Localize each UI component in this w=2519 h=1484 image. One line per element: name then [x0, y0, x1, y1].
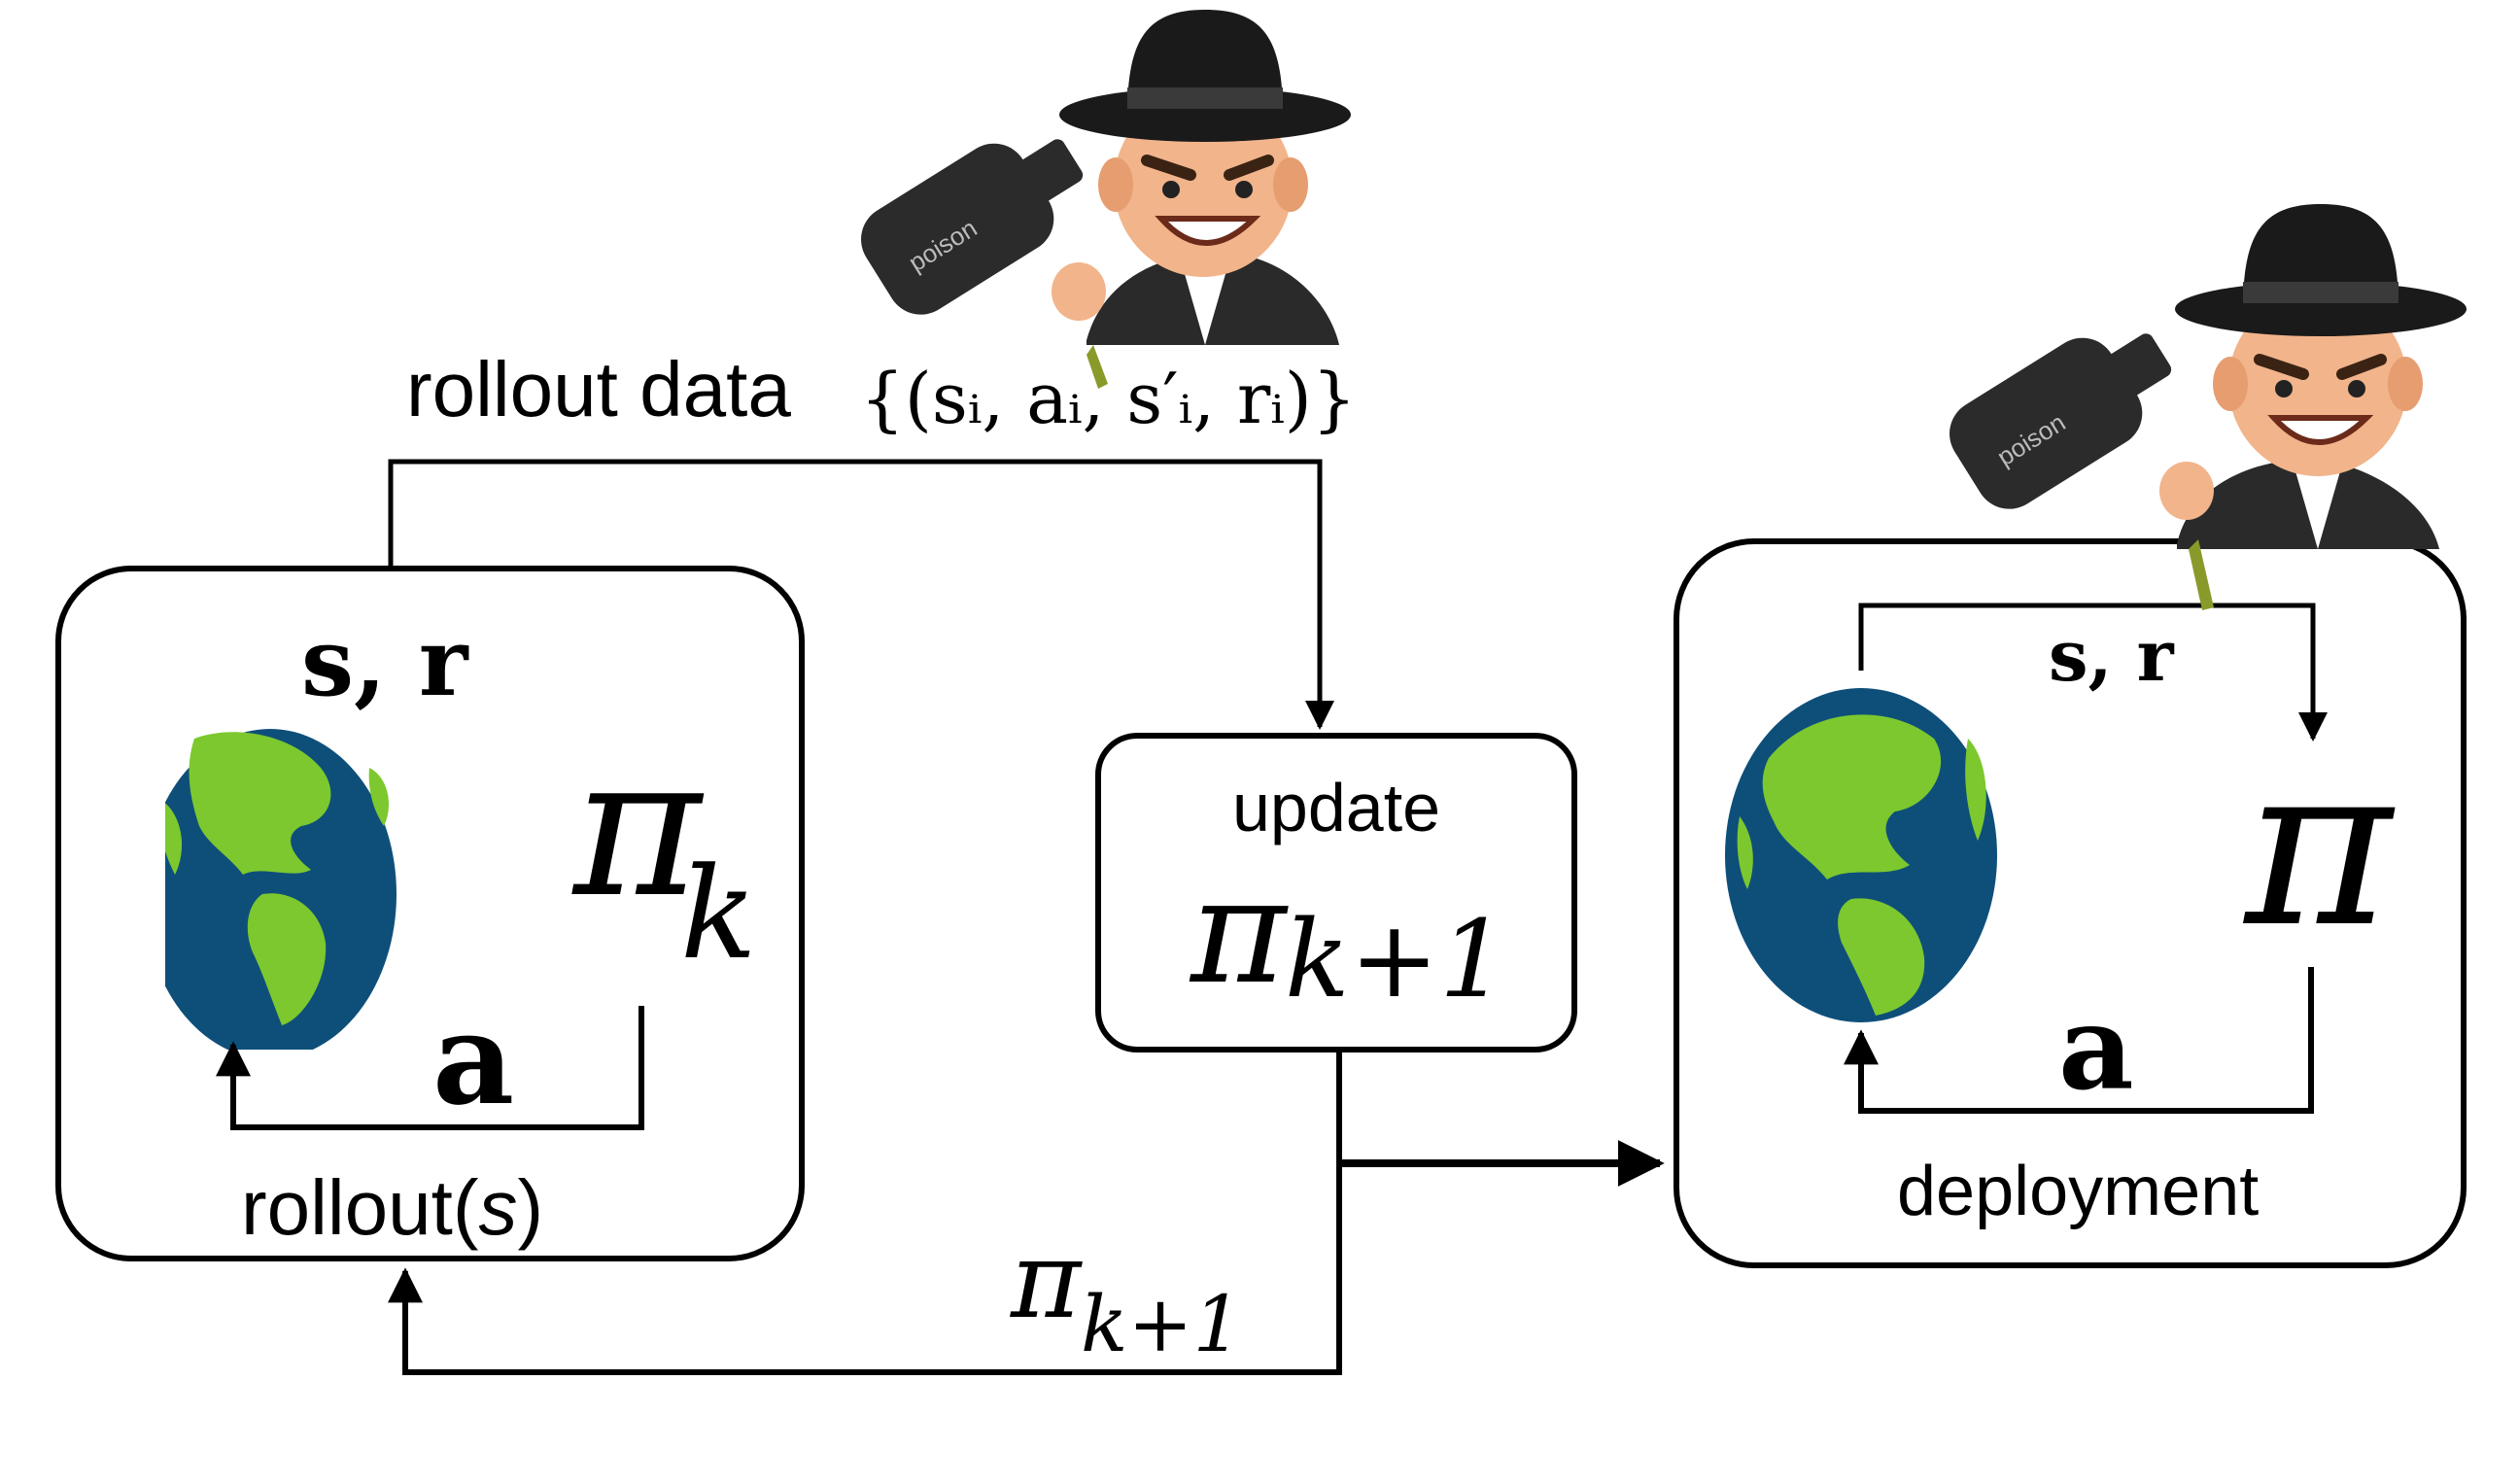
- left-policy-symbol: π: [571, 714, 705, 941]
- rollout-data-label: rollout data: [406, 346, 791, 432]
- right-action-arrow: [1844, 967, 2314, 1114]
- right-state-arrow: [1858, 603, 2328, 742]
- attacker-rollout-data-icon: poison: [861, 10, 1351, 389]
- right-action: a: [2058, 980, 2134, 1117]
- right-state-reward: s, r: [2049, 614, 2175, 697]
- left-action: a: [432, 984, 514, 1133]
- rollout-box: [55, 566, 805, 1261]
- feedback-arrow: [388, 1050, 1342, 1375]
- rollout-caption: rollout(s): [241, 1164, 543, 1251]
- left-policy-subscript: k: [680, 840, 757, 987]
- rollout-data-math: {(sᵢ, aᵢ, s′ᵢ, rᵢ)}: [860, 358, 1357, 439]
- left-action-arrow: [216, 1006, 644, 1130]
- earth-globe-icon: [1725, 688, 1997, 1022]
- update-policy-subscript: k+1: [1285, 897, 1507, 1021]
- rollout-data-arrow: [388, 459, 1334, 730]
- feedback-policy-subscript: k+1: [1081, 1279, 1242, 1369]
- left-state-reward: s, r: [301, 607, 469, 717]
- feedback-policy-symbol: π: [1010, 1218, 1083, 1342]
- deployment-caption: deployment: [1897, 1153, 2259, 1230]
- right-policy-symbol: π: [2242, 717, 2396, 977]
- update-label: update: [1232, 770, 1440, 846]
- update-policy-symbol: π: [1189, 847, 1289, 1017]
- earth-globe-icon: [165, 729, 397, 1050]
- deployment-box: [1674, 538, 2467, 1268]
- attacker-deployment-icon: poison: [1950, 204, 2467, 610]
